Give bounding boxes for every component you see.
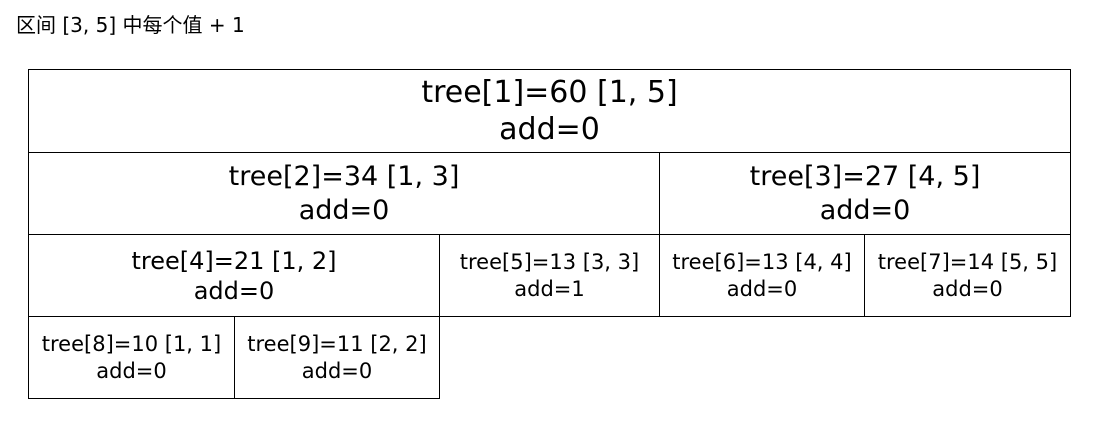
node-label: tree[5]=13 [3, 3] bbox=[459, 250, 640, 275]
node-add: add=0 bbox=[819, 194, 911, 226]
node-label: tree[3]=27 [4, 5] bbox=[749, 160, 981, 192]
tree-node-2: tree[2]=34 [1, 3] add=0 bbox=[28, 152, 660, 235]
node-label: tree[7]=14 [5, 5] bbox=[877, 250, 1058, 275]
node-add: add=0 bbox=[298, 194, 390, 226]
tree-node-6: tree[6]=13 [4, 4] add=0 bbox=[659, 234, 865, 317]
diagram-heading: 区间 [3, 5] 中每个值 + 1 bbox=[16, 13, 245, 37]
tree-node-7: tree[7]=14 [5, 5] add=0 bbox=[864, 234, 1071, 317]
tree-node-3: tree[3]=27 [4, 5] add=0 bbox=[659, 152, 1071, 235]
tree-node-9: tree[9]=11 [2, 2] add=0 bbox=[234, 316, 440, 399]
node-add: add=0 bbox=[932, 276, 1003, 301]
node-label: tree[1]=60 [1, 5] bbox=[421, 74, 678, 110]
node-label: tree[4]=21 [1, 2] bbox=[131, 246, 337, 275]
node-add: add=0 bbox=[726, 276, 798, 301]
node-add: add=0 bbox=[96, 358, 167, 383]
node-add: add=0 bbox=[193, 276, 275, 305]
node-add: add=0 bbox=[499, 112, 600, 147]
node-label: tree[9]=11 [2, 2] bbox=[247, 332, 427, 357]
node-label: tree[8]=10 [1, 1] bbox=[41, 332, 222, 357]
node-add: add=0 bbox=[301, 358, 373, 383]
tree-node-4: tree[4]=21 [1, 2] add=0 bbox=[28, 234, 440, 317]
tree-node-5: tree[5]=13 [3, 3] add=1 bbox=[439, 234, 660, 317]
tree-node-1: tree[1]=60 [1, 5] add=0 bbox=[28, 69, 1071, 153]
node-label: tree[2]=34 [1, 3] bbox=[228, 160, 460, 192]
tree-node-8: tree[8]=10 [1, 1] add=0 bbox=[28, 316, 235, 399]
node-add: add=1 bbox=[514, 276, 585, 301]
node-label: tree[6]=13 [4, 4] bbox=[672, 250, 852, 275]
